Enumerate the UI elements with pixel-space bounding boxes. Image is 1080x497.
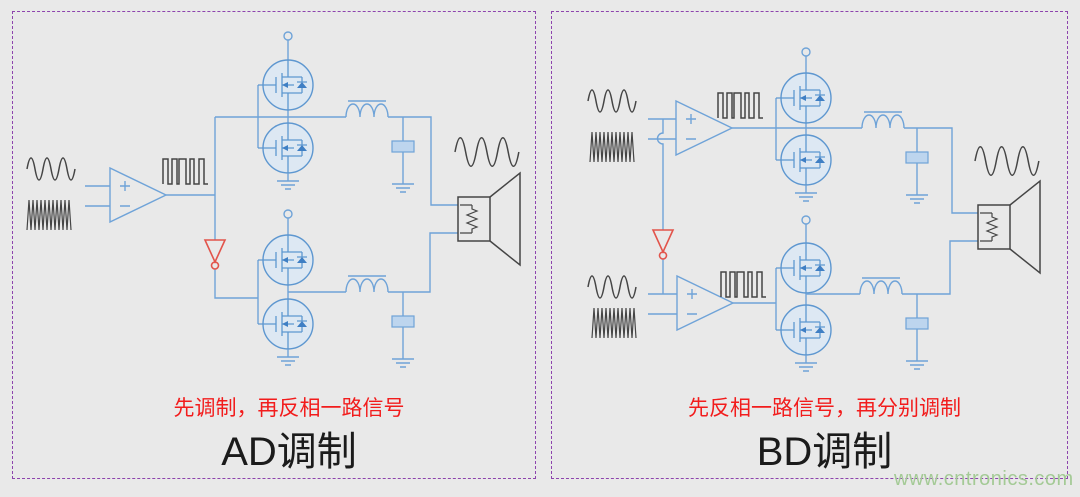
bd-output-sine-icon (974, 145, 1040, 177)
ad-bridge1-ground-icon (276, 172, 300, 190)
ad-filter1-capacitor-icon (392, 117, 414, 192)
bd-audio-sine-icon (587, 89, 637, 113)
bd-filter2-capacitor-icon (906, 294, 928, 369)
bd-highside-mosfet2-icon (775, 242, 832, 294)
bd-speaker-icon (977, 180, 1041, 274)
ad-carrier-wave-icon (26, 199, 72, 231)
bd-filter2-inductor-icon (859, 277, 903, 295)
ad-bridge2-ground-icon (276, 348, 300, 366)
ad-pwm-waveform-icon (162, 158, 209, 185)
bd-pwm2-waveform-icon (720, 271, 767, 298)
bd-panel: 先反相一路信号，再分别调制 BD调制 (551, 11, 1068, 479)
ad-speaker-icon (457, 172, 521, 266)
bd-comparator2-input-wires (648, 293, 677, 315)
bd-output2-wire (806, 240, 978, 295)
bd-caption: 先反相一路信号，再分别调制 (688, 397, 961, 420)
ad-lowside-mosfet2-icon (257, 298, 314, 350)
ad-highside-mosfet2-icon (257, 234, 314, 286)
ad-filter2-inductor-icon (345, 275, 389, 293)
bd-inverter-icon (652, 229, 674, 260)
ad-filter2-capacitor-icon (392, 292, 414, 367)
bd-comparator2-icon (676, 275, 734, 331)
ad-caption: 先调制，再反相一路信号 (173, 397, 405, 420)
ad-top-power-terminal-icon (283, 31, 293, 41)
ad-inverter-icon (204, 239, 226, 270)
ad-highside-mosfet-icon (257, 59, 314, 111)
bd-lowside-mosfet2-icon (775, 304, 832, 356)
bd-comparator1-input-wires (648, 118, 676, 140)
bd-carrier2-wave-icon (591, 307, 637, 339)
ad-circuit (26, 31, 521, 367)
watermark: www.cntronics.com (894, 468, 1074, 490)
bd-inverter-branch-wire (656, 119, 664, 294)
ad-output1-wire (215, 116, 458, 206)
ad-output2-wire (288, 232, 458, 293)
bd-highside-mosfet-icon (775, 72, 832, 124)
ad-lowside-mosfet-icon (257, 122, 314, 174)
bd-inverted-sine-icon (587, 275, 637, 299)
bd-output1-wire (732, 127, 978, 214)
bd-bottom-power-terminal-icon (801, 215, 811, 225)
bd-top-power-terminal-icon (801, 47, 811, 57)
bd-carrier1-wave-icon (589, 131, 635, 163)
ad-bottom-power-terminal-icon (283, 209, 293, 219)
ad-comparator-icon (109, 167, 167, 223)
bd-title: BD调制 (756, 430, 893, 474)
ad-filter1-inductor-icon (345, 100, 389, 118)
bd-bridge2-ground-icon (794, 354, 818, 372)
ad-gate-drive-wires (166, 117, 258, 299)
bd-pwm1-waveform-icon (717, 92, 764, 119)
ad-output-sine-icon (454, 136, 520, 168)
bd-circuit (587, 47, 1041, 372)
bd-filter1-inductor-icon (861, 111, 905, 129)
bd-filter1-capacitor-icon (906, 128, 928, 203)
bd-bridge1-ground-icon (794, 184, 818, 202)
ad-comparator-input-wires (85, 185, 110, 207)
bd-lowside-mosfet-icon (775, 134, 832, 186)
ad-title: AD调制 (221, 430, 357, 474)
ad-audio-sine-icon (26, 157, 76, 181)
ad-panel: 先调制，再反相一路信号 AD调制 (12, 11, 536, 479)
